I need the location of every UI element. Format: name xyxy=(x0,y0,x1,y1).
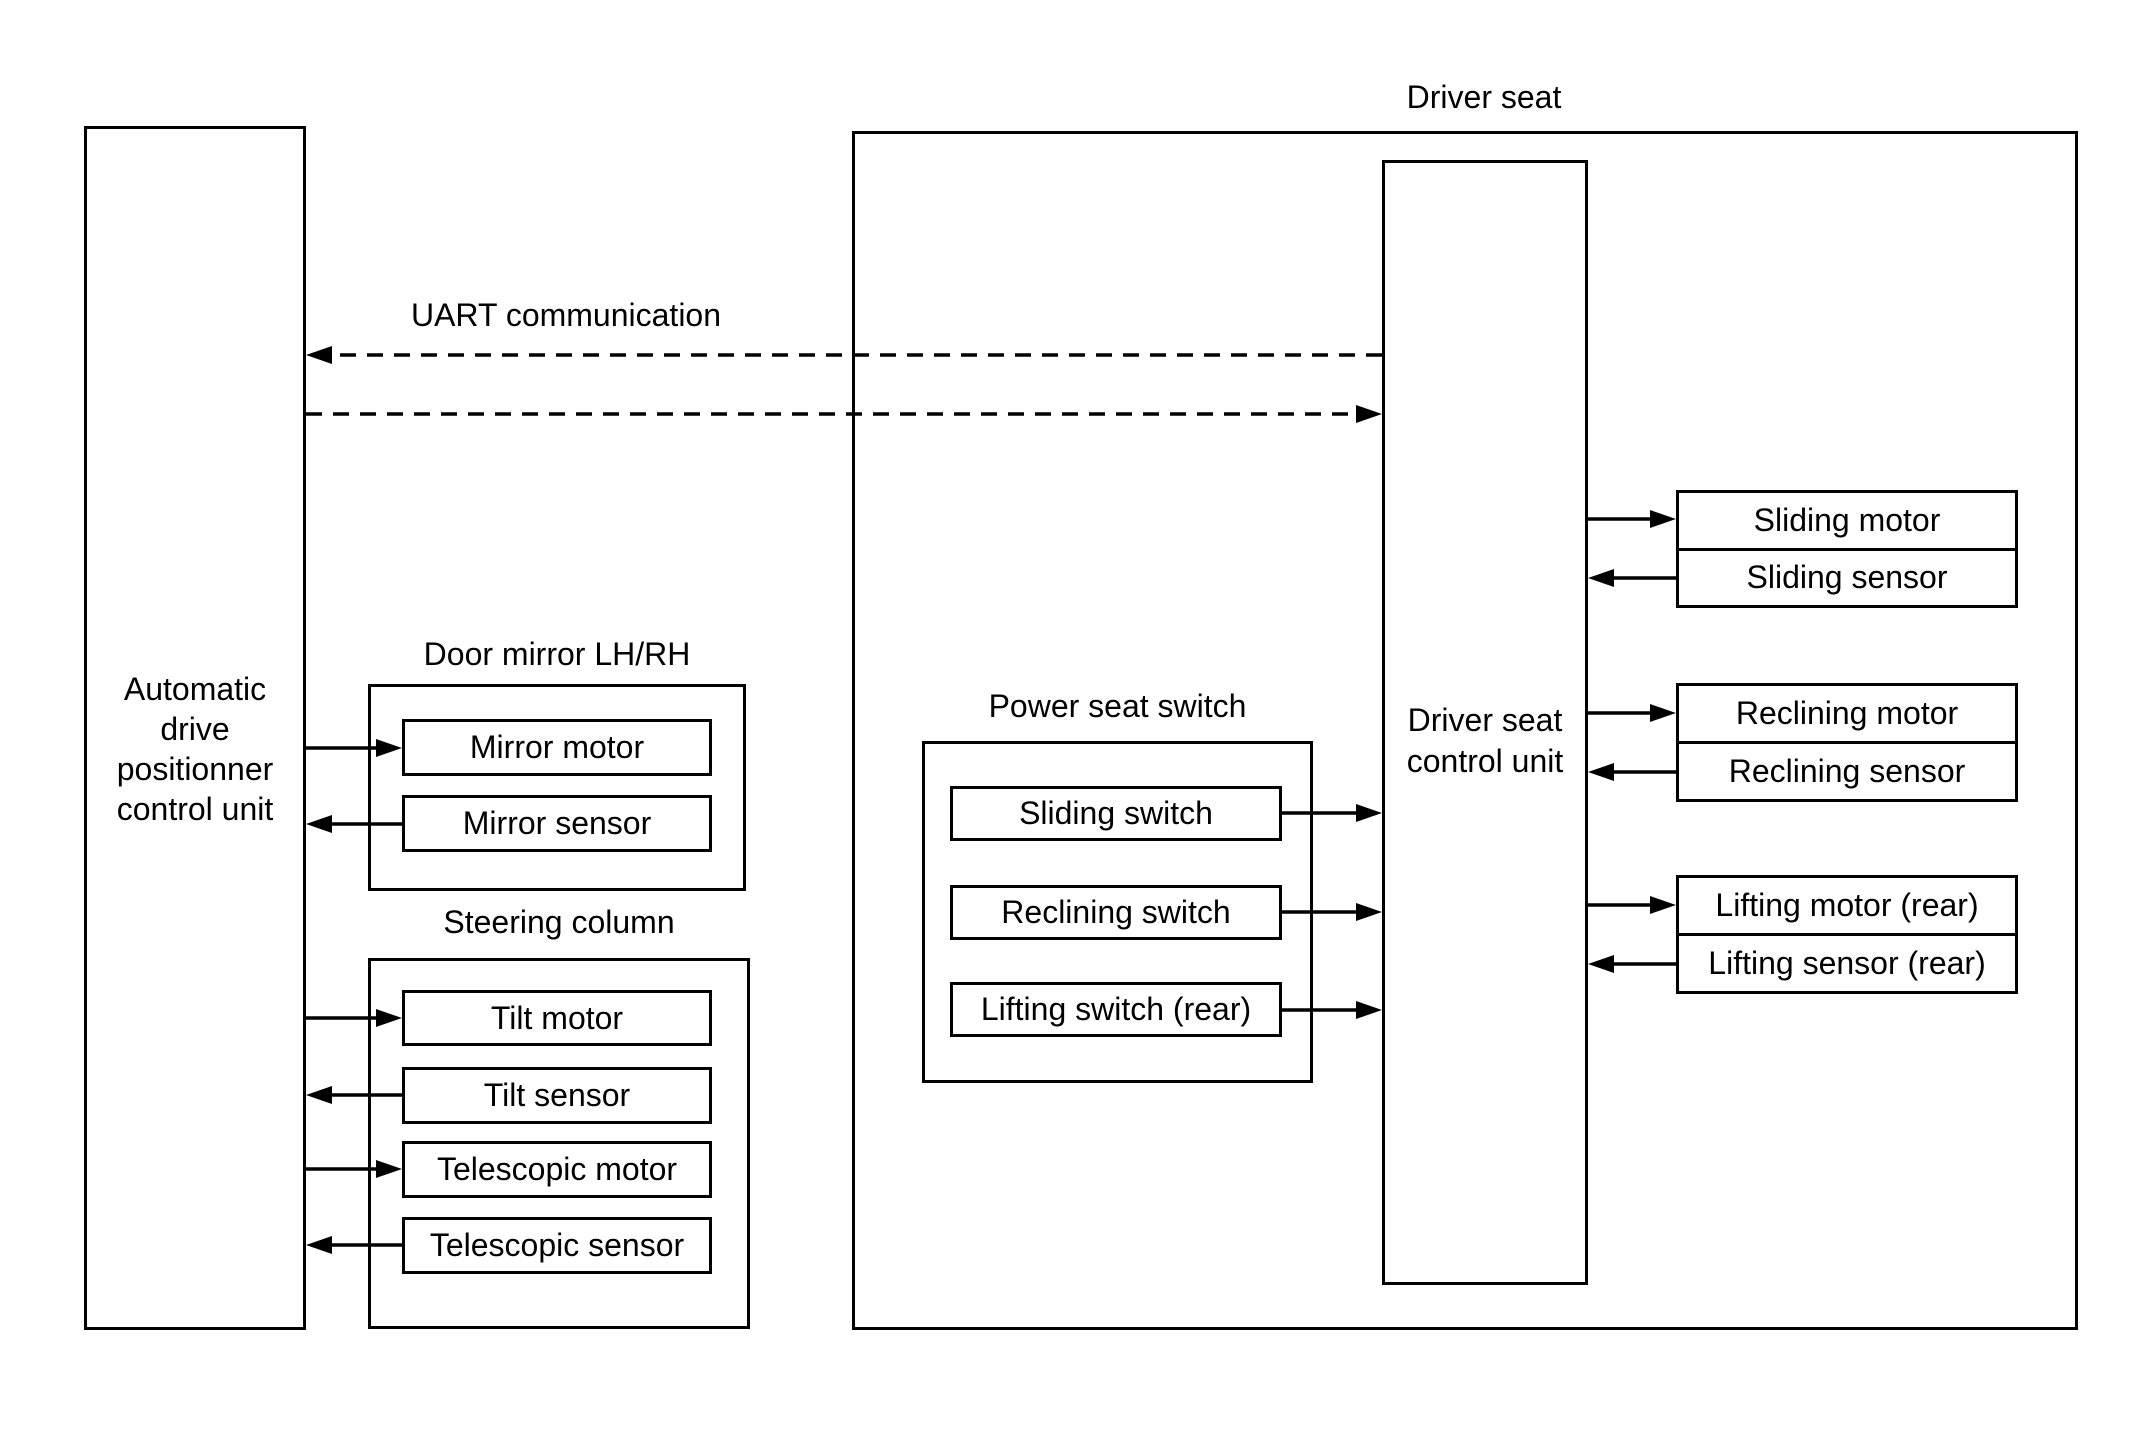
sliding-sensor-box: Sliding sensor xyxy=(1679,547,2015,606)
telescopic-sensor-box: Telescopic sensor xyxy=(402,1217,712,1274)
lifting-motor-rear-box: Lifting motor (rear) xyxy=(1715,887,1979,923)
mirror-motor-box: Mirror motor xyxy=(402,719,712,776)
steering-column-title: Steering column xyxy=(443,904,675,940)
reclining-switch-box: Reclining switch xyxy=(950,885,1282,940)
door-mirror-box xyxy=(368,684,746,891)
automatic-drive-positionner-control-unit-box: Automatic drive positionner control unit xyxy=(84,126,306,1330)
sliding-motor-box: Sliding motor xyxy=(1753,501,1941,538)
reclining-actuator-pair: Reclining motor Reclining sensor xyxy=(1676,683,2018,802)
driver-seat-area-label: Driver seat xyxy=(1406,79,1562,115)
reclining-sensor-box: Reclining sensor xyxy=(1679,741,2015,799)
tilt-motor-box: Tilt motor xyxy=(402,990,712,1046)
lifting-actuator-pair: Lifting motor (rear) Lifting sensor (rea… xyxy=(1676,875,2018,994)
automatic-drive-positionner-control-unit-label: Automatic drive positionner control unit xyxy=(116,671,274,827)
uart-communication-label: UART communication xyxy=(410,297,722,333)
sliding-switch-box: Sliding switch xyxy=(950,786,1282,841)
door-mirror-title: Door mirror LH/RH xyxy=(423,636,691,672)
reclining-motor-box: Reclining motor xyxy=(1735,695,1959,731)
sliding-actuator-pair: Sliding motor Sliding sensor xyxy=(1676,490,2018,608)
mirror-sensor-box: Mirror sensor xyxy=(402,795,712,852)
lifting-sensor-rear-box: Lifting sensor (rear) xyxy=(1679,933,2015,991)
telescopic-motor-box: Telescopic motor xyxy=(402,1141,712,1198)
driver-seat-control-unit-label: Driver seat control unit xyxy=(1406,702,1564,779)
tilt-sensor-box: Tilt sensor xyxy=(402,1067,712,1124)
driver-seat-control-unit-box: Driver seat control unit xyxy=(1382,160,1588,1285)
lifting-switch-rear-box: Lifting switch (rear) xyxy=(950,982,1282,1037)
power-seat-switch-title: Power seat switch xyxy=(988,688,1247,724)
